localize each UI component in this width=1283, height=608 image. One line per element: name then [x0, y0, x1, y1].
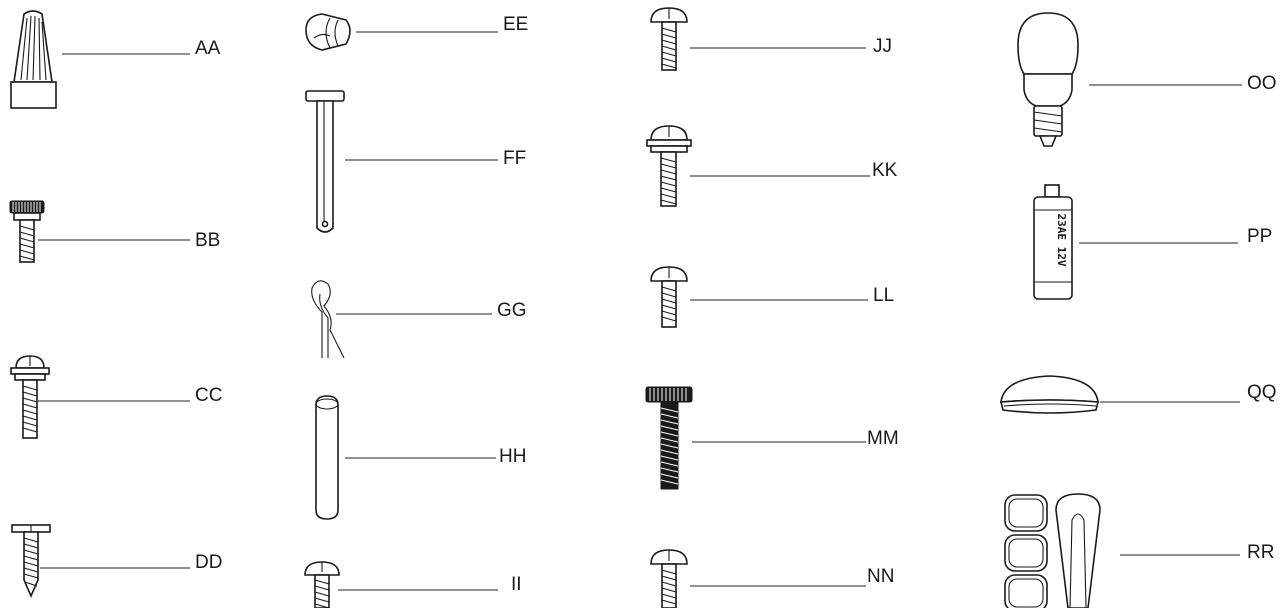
part-label-kk: KK — [872, 160, 898, 181]
part-label-nn: NN — [867, 566, 894, 587]
pads-and-clip-icon — [1004, 493, 1101, 608]
part-label-oo: OO — [1247, 73, 1277, 94]
machine-screw-icon — [650, 266, 688, 328]
small-screw-icon — [304, 561, 340, 608]
hairpin-clip-icon — [311, 280, 345, 359]
part-label-bb: BB — [195, 230, 220, 251]
part-label-ff: FF — [503, 148, 526, 169]
part-label-jj: JJ — [873, 36, 892, 57]
battery-icon: 23AE 12V — [1033, 184, 1073, 300]
washer-screw-icon — [10, 355, 50, 439]
glass-lens-icon — [999, 375, 1100, 414]
part-label-ii: II — [511, 574, 522, 595]
part-label-qq: QQ — [1247, 382, 1277, 403]
part-label-rr: RR — [1247, 542, 1274, 563]
machine-screw-icon — [650, 549, 688, 608]
part-label-hh: HH — [499, 446, 526, 467]
wire-nut-icon — [10, 10, 57, 109]
washer-screw-icon — [646, 125, 692, 207]
part-label-pp: PP — [1247, 226, 1272, 247]
part-label-gg: GG — [497, 300, 527, 321]
light-bulb-icon — [1017, 12, 1079, 147]
rod-pin-icon — [315, 395, 339, 520]
thumb-screw-icon — [9, 200, 45, 263]
pointed-screw-icon — [11, 524, 51, 598]
part-label-ll: LL — [873, 285, 894, 306]
knurled-long-screw-icon — [645, 386, 693, 490]
part-label-aa: AA — [195, 38, 221, 59]
part-label-ee: EE — [503, 14, 528, 35]
clevis-pin-icon — [305, 90, 345, 233]
part-label-dd: DD — [195, 552, 222, 573]
part-label-mm: MM — [867, 428, 899, 449]
machine-screw-icon — [650, 7, 688, 71]
part-label-cc: CC — [195, 385, 222, 406]
battery-print: 23AE 12V — [1055, 214, 1068, 267]
cap-nut-icon — [305, 13, 351, 51]
